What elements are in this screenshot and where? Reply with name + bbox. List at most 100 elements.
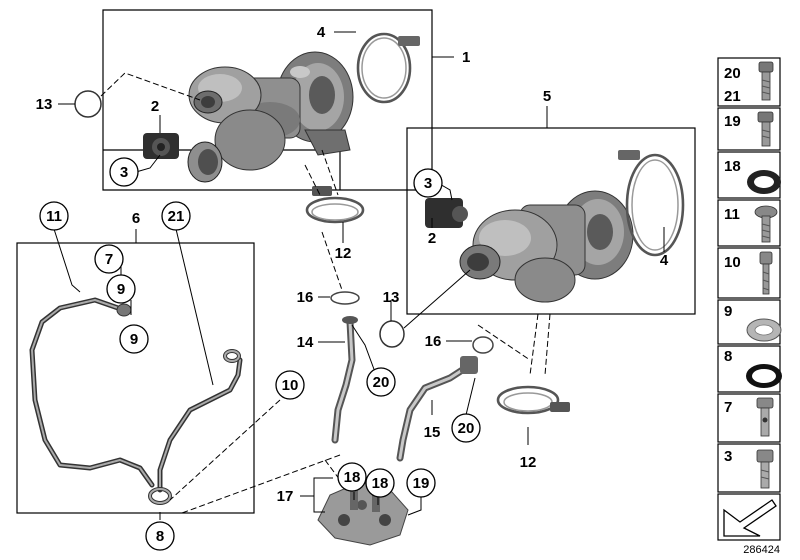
arrow-icon <box>723 499 777 537</box>
leader-21-left <box>175 228 214 386</box>
callout-20-right-circle <box>451 413 481 443</box>
oil-line-group-box <box>16 242 255 514</box>
seal-washer-icon <box>746 318 782 342</box>
legend-label-3: 3 <box>724 448 732 465</box>
legend-column: 20 21 19 18 11 10 9 8 7 3 <box>717 57 782 541</box>
o-ring-13-mid <box>379 320 405 348</box>
callout-7-circle <box>94 244 124 274</box>
legend-label-21: 21 <box>724 88 741 105</box>
dash-clamp-top-b <box>321 149 339 196</box>
torx-bolt-icon <box>754 205 778 243</box>
callout-19: 19 <box>413 475 430 492</box>
callout-12-bottom: 12 <box>520 454 537 471</box>
dash-13-top <box>100 72 201 101</box>
callout-21-left-circle <box>161 201 191 231</box>
dash-8 <box>181 454 341 514</box>
legend-cell-arrow <box>717 493 781 541</box>
callout-3-right: 3 <box>424 175 432 192</box>
callout-5: 5 <box>543 88 551 105</box>
clamp-12-bottom <box>496 385 570 415</box>
banjo-bolt-icon <box>758 61 774 101</box>
callout-17: 17 <box>277 488 294 505</box>
callout-11: 11 <box>46 208 62 225</box>
callout-11-circle <box>39 201 69 231</box>
legend-label-10: 10 <box>724 254 741 271</box>
callout-20-right: 20 <box>458 420 475 437</box>
callout-4-top: 4 <box>317 24 326 41</box>
legend-label-11: 11 <box>724 206 740 223</box>
callout-2-top: 2 <box>151 98 159 115</box>
leader-17-bottom <box>313 496 325 513</box>
leader-11 <box>53 228 81 293</box>
diagram-id: 286424 <box>743 544 780 556</box>
turbocharger-top-group-box <box>102 9 433 191</box>
hex-bolt-icon <box>757 111 774 147</box>
callout-13-top: 13 <box>36 96 53 113</box>
legend-cell-19 <box>717 107 781 151</box>
callout-3-right-circle <box>413 168 443 198</box>
turbocharger-top <box>143 32 420 183</box>
callout-3-top: 3 <box>120 164 128 181</box>
gasket-16-right <box>472 336 494 354</box>
dash-clamp-top-a <box>304 164 321 196</box>
legend-cell-9 <box>717 299 781 345</box>
legend-label-19: 19 <box>724 113 741 130</box>
oil-return-pipe-14 <box>331 316 358 444</box>
turbocharger-right-group-box <box>406 127 696 315</box>
socket-bolt-icon <box>759 251 773 295</box>
dash-clamp-bottom-b <box>544 313 551 376</box>
callout-16-right: 16 <box>425 333 442 350</box>
o-ring-icon <box>746 364 782 388</box>
callout-8-circle <box>145 521 175 551</box>
turbocharger-right <box>425 150 685 303</box>
callout-6: 6 <box>132 210 140 227</box>
legend-cell-3 <box>717 443 781 493</box>
legend-cell-8 <box>717 345 781 393</box>
leader-20-right <box>465 377 476 416</box>
callout-20-left-circle <box>366 367 396 397</box>
callout-10: 10 <box>282 377 299 394</box>
callout-18-b-circle <box>365 468 395 498</box>
dash-clamp-bottom-a <box>529 313 539 376</box>
legend-label-7: 7 <box>724 399 732 416</box>
leader-19 <box>407 497 422 516</box>
callout-8: 8 <box>156 528 164 545</box>
hex-screw-icon <box>756 449 774 489</box>
callout-18-b: 18 <box>372 475 389 492</box>
callout-21-left: 21 <box>168 208 185 225</box>
legend-cell-10 <box>717 247 781 299</box>
callout-7: 7 <box>105 251 113 268</box>
legend-cell-7 <box>717 393 781 443</box>
legend-cell-11 <box>717 199 781 247</box>
legend-label-9: 9 <box>724 303 732 320</box>
oil-return-pipe-15 <box>396 356 478 462</box>
callout-12-top: 12 <box>335 245 352 262</box>
callout-13-mid: 13 <box>383 289 400 306</box>
callout-1: 1 <box>462 49 470 66</box>
callout-9-b: 9 <box>130 331 138 348</box>
callout-3-top-circle <box>109 157 139 187</box>
callout-18-a-circle <box>337 462 367 492</box>
hollow-bolt-icon <box>756 397 774 437</box>
leader-13-mid-dash <box>403 269 471 329</box>
legend-cell-18 <box>717 151 781 199</box>
leader-3-top <box>135 154 161 173</box>
gasket-16-left <box>330 291 360 305</box>
callout-9-a: 9 <box>117 281 125 298</box>
dash-16-right <box>477 324 531 361</box>
leader-17-top <box>300 477 333 497</box>
o-ring-13-top <box>74 90 102 118</box>
dash-14 <box>321 231 343 291</box>
callout-18-a: 18 <box>344 469 361 486</box>
legend-label-20: 20 <box>724 65 741 82</box>
callout-15: 15 <box>424 424 441 441</box>
dash-10 <box>169 399 281 501</box>
callout-20-left: 20 <box>373 374 390 391</box>
leader-20-left <box>351 324 376 373</box>
clamp-12-top <box>305 186 365 224</box>
legend-label-18: 18 <box>724 158 741 175</box>
callout-19-circle <box>406 468 436 498</box>
callout-16-left: 16 <box>297 289 314 306</box>
callout-4-right: 4 <box>660 252 669 269</box>
